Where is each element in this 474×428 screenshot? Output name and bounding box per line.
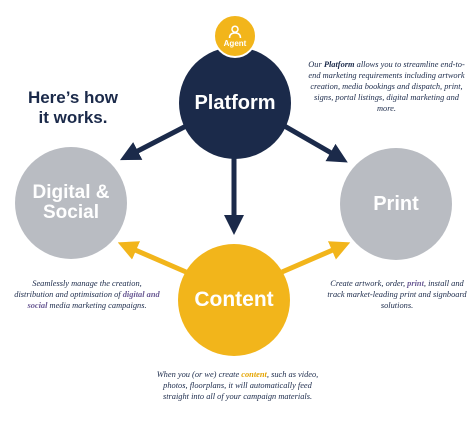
content-node: Content xyxy=(178,244,290,356)
print-description: Create artwork, order, print, install an… xyxy=(326,279,468,312)
print-desc-pre: Create artwork, order, xyxy=(330,279,408,288)
digital-description: Seamlessly manage the creation, distribu… xyxy=(14,279,160,312)
digital-label-line-1: Digital & xyxy=(32,182,110,204)
digital-desc-pre: Seamlessly manage the creation, distribu… xyxy=(14,279,142,299)
person-icon xyxy=(228,24,242,38)
content-desc-pre: When you (or we) create xyxy=(156,370,242,379)
agent-label: Agent xyxy=(223,38,247,48)
arrow-platform-to-digital xyxy=(120,121,192,161)
digital-desc-post: media marketing campaigns. xyxy=(47,300,147,310)
platform-desc-highlight: Platform xyxy=(323,60,355,69)
agent-badge: Agent xyxy=(213,14,257,58)
platform-description: Our Platform allows you to streamline en… xyxy=(304,60,469,115)
digital-label-line-2: Social xyxy=(43,202,99,223)
platform-label: Platform xyxy=(194,91,276,114)
headline-line-2: it works. xyxy=(38,107,108,127)
content-desc-post: , such as video, photos, floorplans, it … xyxy=(162,370,319,401)
platform-desc-post: allows you to streamline end-to-end mark… xyxy=(308,60,465,113)
print-node: Print xyxy=(340,148,452,260)
print-label: Print xyxy=(373,192,419,215)
platform-node: Platform xyxy=(179,47,291,159)
arrow-platform-to-print xyxy=(279,121,348,163)
content-description: When you (or we) create content, such as… xyxy=(150,370,325,403)
headline-line-1: Here’s how xyxy=(27,88,119,107)
digital-social-node: Digital & Social xyxy=(15,147,127,259)
digital-desc-highlight: digital and social xyxy=(27,289,160,310)
content-desc-highlight: content xyxy=(241,370,267,379)
print-desc-highlight: print xyxy=(407,279,424,288)
content-label: Content xyxy=(194,287,274,311)
arrow-content-to-print xyxy=(281,241,351,275)
platform-desc-pre: Our xyxy=(308,60,324,69)
arrow-content-to-digital xyxy=(117,241,187,275)
print-desc-post: , install and track market-leading print… xyxy=(327,279,467,310)
page-headline: Here’s how it works. xyxy=(18,88,128,127)
